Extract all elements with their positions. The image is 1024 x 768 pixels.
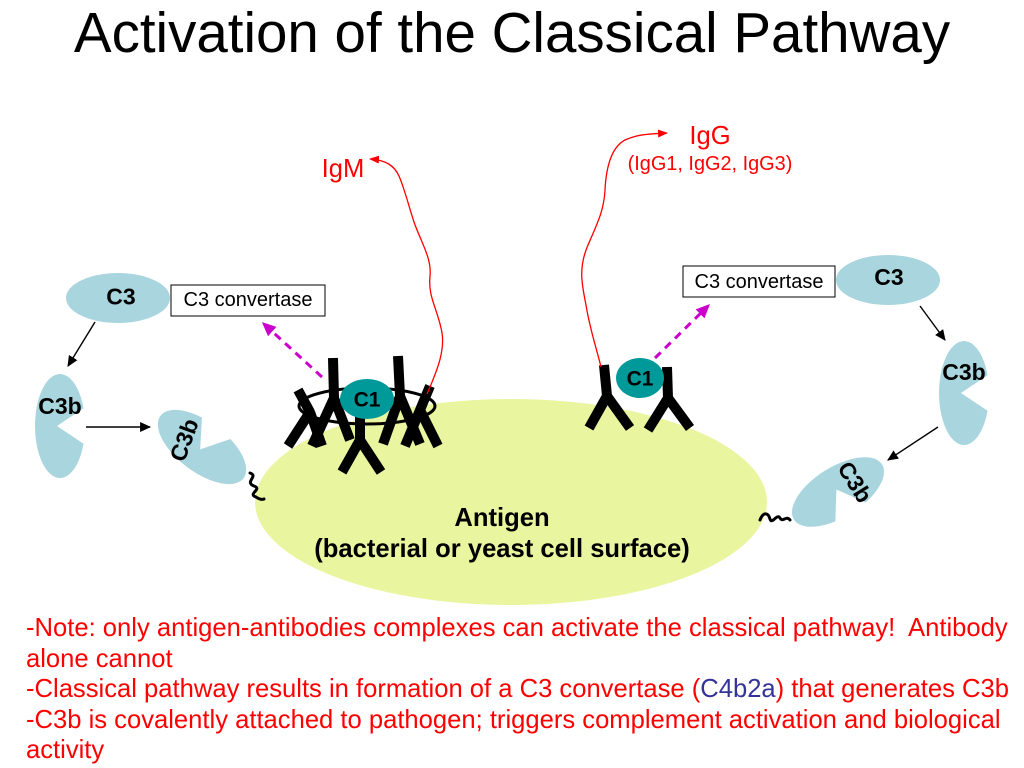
igm-c1-label: C1	[354, 389, 381, 412]
note-line-2-prefix: -Classical pathway results in formation …	[26, 675, 701, 703]
right-c3-protein	[836, 255, 940, 305]
igg-label: IgG	[689, 122, 730, 150]
left-c3b-fragment	[35, 374, 84, 478]
right-c3b-fragment	[939, 341, 988, 445]
antigen-label: Antigen	[454, 504, 549, 532]
antigen-description: (bacterial or yeast cell surface)	[314, 535, 690, 563]
igg-c1-complex	[616, 358, 664, 398]
igm-label: IgM	[322, 155, 365, 183]
note-line-1: -Note: only antigen-antibodies complexes…	[26, 614, 1015, 673]
right-bound-c3b-fragment	[791, 457, 885, 527]
c4b2a-highlight: C4b2a	[700, 675, 776, 703]
igm-pointer-arrow	[369, 155, 444, 395]
left-complement-cycle: C3 C3 convertase C3b C3b	[35, 273, 326, 485]
right-covalent-bond-squiggle	[758, 512, 792, 523]
note-line-2: -Classical pathway results in formation …	[26, 674, 1018, 705]
left-covalent-bond-squiggle	[248, 471, 266, 501]
slide-notes: -Note: only antigen-antibodies complexes…	[26, 613, 1018, 766]
left-convertase-label: C3 convertase	[184, 289, 313, 311]
right-c3b-binding-arrow	[887, 426, 939, 461]
left-c3b-label: C3b	[38, 393, 81, 419]
left-c3-protein	[66, 273, 170, 323]
note-line-2-suffix: ) that generates C3b	[775, 675, 1010, 703]
left-bound-c3b-fragment	[157, 409, 247, 485]
note-line-3: -C3b is covalently attached to pathogen;…	[26, 705, 1008, 765]
right-c3-to-c3b-arrow	[919, 305, 946, 341]
left-c1-to-convertase-arrow	[261, 322, 324, 379]
igg-pair	[584, 364, 695, 433]
left-convertase-box	[170, 284, 326, 317]
igg-pointer-arrow	[581, 129, 668, 368]
slide-title: Activation of the Classical Pathway	[74, 1, 951, 64]
igg-subclasses-label: (IgG1, IgG2, IgG3)	[628, 153, 793, 175]
igg-antibody-right	[643, 366, 695, 433]
right-c3-label: C3	[874, 264, 903, 290]
right-convertase-label: C3 convertase	[695, 271, 824, 293]
left-c3-to-c3b-arrow	[67, 321, 96, 367]
antigen-cell-surface	[255, 399, 767, 605]
left-c3-label: C3	[106, 284, 135, 310]
igm-c1-complex	[340, 379, 394, 419]
right-complement-cycle: C3 C3 convertase C3b C3b	[653, 255, 988, 527]
right-c1-to-convertase-arrow	[653, 304, 710, 360]
igg-antibody-left	[584, 364, 635, 431]
igg-c1-label: C1	[627, 368, 654, 391]
igm-pentamer	[283, 355, 443, 475]
right-convertase-box	[682, 265, 836, 298]
right-c3b-label: C3b	[942, 359, 985, 385]
